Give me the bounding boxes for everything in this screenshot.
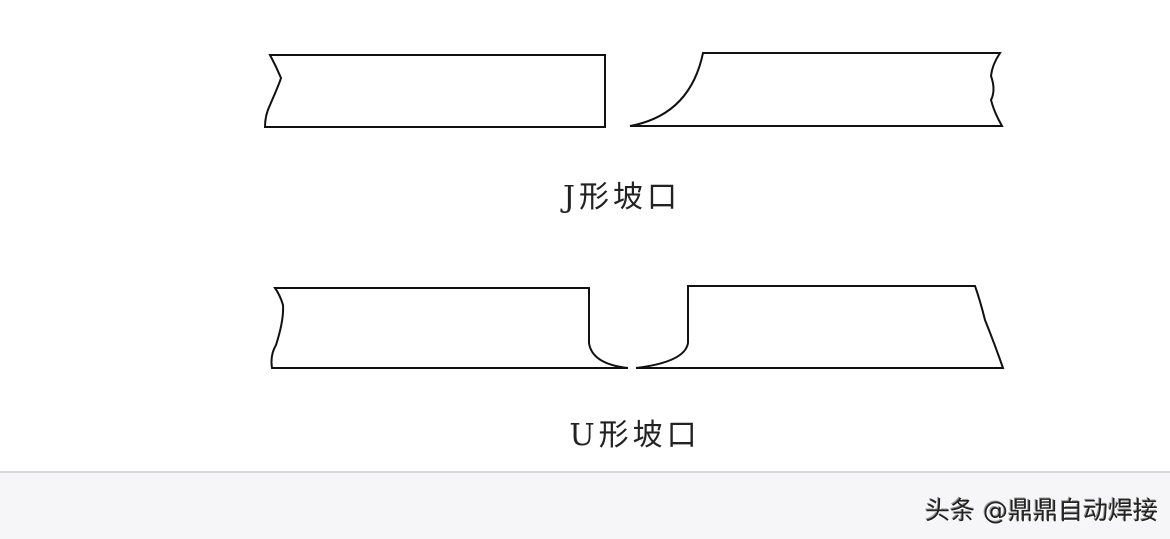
footer-bar: 头条 @鼎鼎自动焊接 [0,471,1170,539]
j-groove-right-plate [629,52,1004,127]
j-groove-left-plate [263,54,606,128]
j-groove-label: J形坡口 [562,180,682,215]
u-groove-left-plate [270,287,629,369]
groove-diagram [263,52,1005,369]
watermark: 头条 @鼎鼎自动焊接 [925,496,1158,525]
u-groove-right-plate [635,285,1005,369]
u-groove-label: U形坡口 [569,418,701,453]
